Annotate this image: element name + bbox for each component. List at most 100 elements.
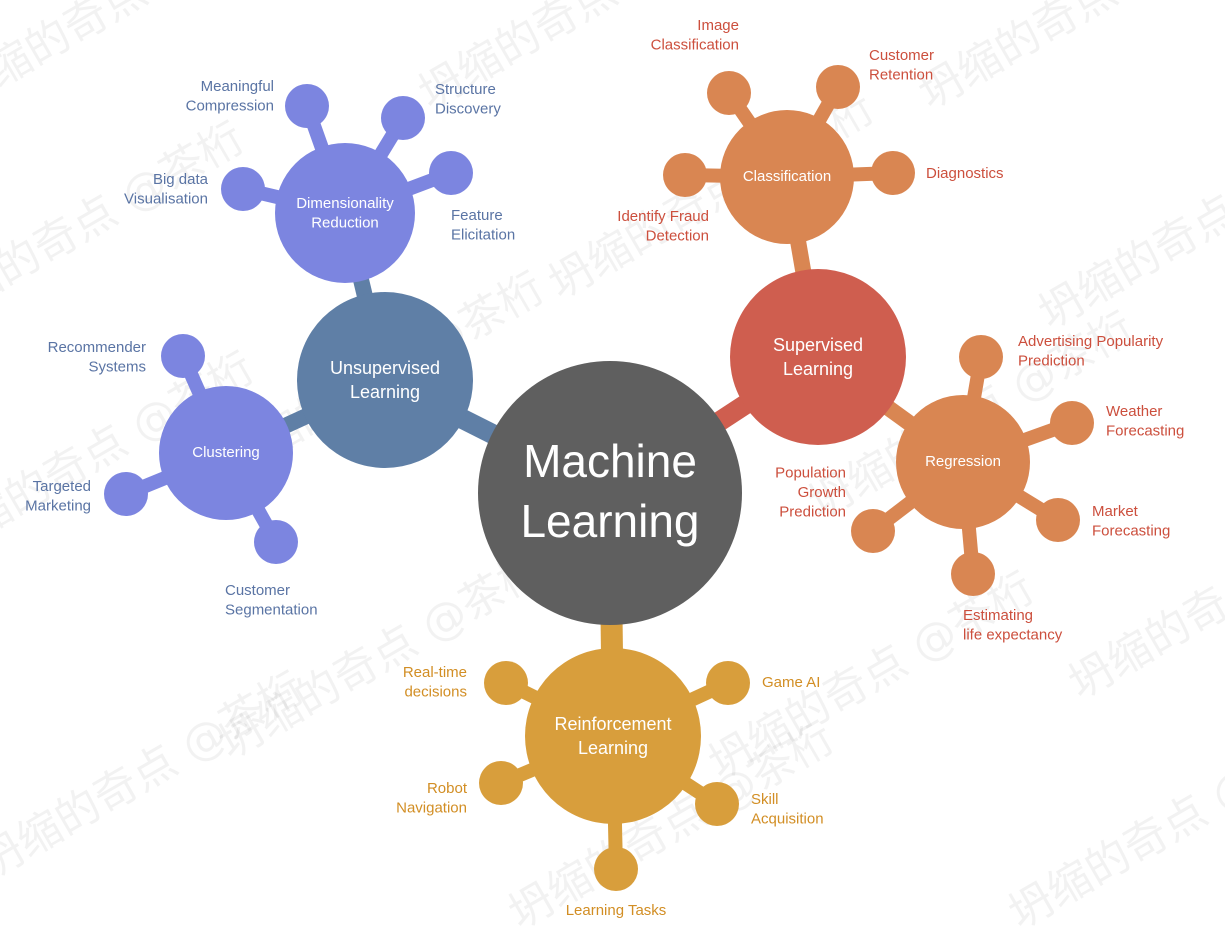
machine-learning-center-node [478,361,742,625]
clustering-leaf-label-line: Marketing [25,498,91,515]
watermark-text: 坍缩的奇点 @茶桁 [1030,112,1225,339]
classification-leaf-label-line: Image [697,17,739,34]
reinforcement-leaf-node [594,847,638,891]
regression-leaf-label-line: Estimating [963,607,1033,624]
watermark-text: 坍缩的奇点 @茶桁 [910,0,1225,120]
regression-leaf-label-line: Prediction [1018,353,1085,370]
classification-label: Classification [743,168,831,185]
reinforcement-leaf-label: Game AI [762,674,820,691]
regression-leaf-label-line: Market [1092,503,1139,520]
dimensionality-leaf-label-line: Visualisation [124,191,208,208]
regression-node [896,395,1030,529]
machine-learning-title-line: Machine [523,435,697,487]
reinforcement-leaf-node [484,661,528,705]
classification-leaf-label-line: Customer [869,47,934,64]
dimensionality-reduction-label-line: Reduction [311,215,379,232]
classification-leaf-label: Diagnostics [926,165,1004,182]
clustering-leaf-node [104,472,148,516]
dimensionality-reduction-label-line: Dimensionality [296,195,394,212]
clustering-leaf-node [254,520,298,564]
clustering-leaf-label-line: Recommender [48,339,146,356]
dimensionality-reduction-node [275,143,415,283]
clustering-label: Clustering [192,444,260,461]
dimensionality-leaf-label-line: Discovery [435,101,501,118]
watermark-text: 坍缩的奇点 @茶桁 [0,662,312,889]
classification-node [720,110,854,244]
reinforcement-leaf-label-line: Skill [751,791,779,808]
reinforcement-learning-label-line: Learning [578,738,648,758]
regression-leaf-label-line: Forecasting [1092,523,1170,540]
reinforcement-leaf-node [706,661,750,705]
reinforcement-learning-label-line: Reinforcement [554,714,671,734]
reinforcement-leaf-node [695,782,739,826]
unsupervised-learning-label-line: Learning [350,382,420,402]
classification-leaf-node [871,151,915,195]
dimensionality-leaf-node [221,167,265,211]
classification-leaf-label-line: Retention [869,67,933,84]
dimensionality-leaf-label-line: Elicitation [451,227,515,244]
regression-leaf-node [951,552,995,596]
dimensionality-leaf-label-line: Structure [435,81,496,98]
regression-leaf-label-line: life expectancy [963,627,1063,644]
clustering-node [159,386,293,520]
reinforcement-leaf-label-line: Robot [427,780,468,797]
supervised-learning-label-line: Learning [783,359,853,379]
regression-leaf-node [1036,498,1080,542]
node-layer [104,65,1094,891]
reinforcement-leaf-label: Learning Tasks [566,902,667,919]
watermark-text: 坍缩的奇点 @茶桁 [0,112,252,339]
regression-leaf-node [1050,401,1094,445]
regression-leaf-label-line: Growth [798,484,846,501]
classification-leaf-label-line: Detection [646,228,709,245]
unsupervised-learning-label-line: Unsupervised [330,358,440,378]
regression-leaf-node [959,335,1003,379]
classification-label-line: Classification [743,168,831,185]
classification-leaf-node [707,71,751,115]
dimensionality-leaf-label-line: Feature [451,207,503,224]
dimensionality-leaf-node [285,84,329,128]
clustering-leaf-label-line: Segmentation [225,602,318,619]
reinforcement-leaf-label-line: Game AI [762,674,820,691]
dimensionality-leaf-label-line: Big data [153,171,209,188]
supervised-learning-label-line: Supervised [773,335,863,355]
reinforcement-leaf-label-line: Acquisition [751,811,824,828]
clustering-leaf-label-line: Targeted [33,478,91,495]
dimensionality-leaf-node [381,96,425,140]
regression-leaf-label: Estimating life expectancy [963,607,1063,644]
classification-leaf-label-line: Classification [651,37,739,54]
regression-leaf-label-line: Weather [1106,403,1162,420]
clustering-leaf-node [161,334,205,378]
dimensionality-leaf-node [429,151,473,195]
classification-leaf-node [663,153,707,197]
regression-leaf-node [851,509,895,553]
unsupervised-learning-node [297,292,473,468]
reinforcement-leaf-label-line: Real-time [403,664,467,681]
reinforcement-leaf-label-line: decisions [404,684,467,701]
classification-leaf-label-line: Identify Fraud [617,208,709,225]
regression-label: Regression [925,453,1001,470]
classification-leaf-node [816,65,860,109]
regression-label-line: Regression [925,453,1001,470]
